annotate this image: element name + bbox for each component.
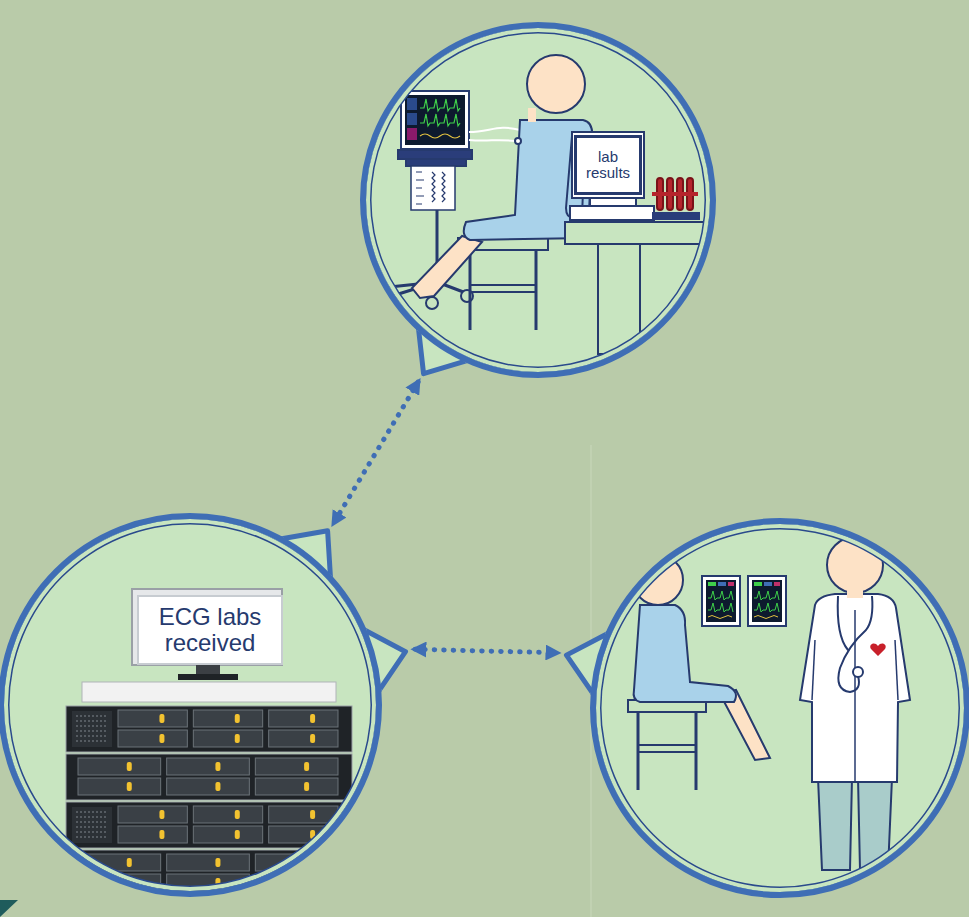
tail-join — [418, 328, 467, 361]
corner-mark — [0, 900, 18, 917]
circle-ground — [593, 521, 967, 895]
computer-screen: lab results — [574, 135, 642, 195]
server-unit — [66, 850, 352, 896]
vent-holes — [76, 715, 108, 717]
drive-bay — [78, 778, 161, 795]
drive-led — [304, 858, 309, 867]
drive-bay — [269, 710, 338, 727]
drive-bay — [255, 758, 338, 775]
monitor-screen: ECG labs received — [137, 595, 283, 665]
scene-circle — [590, 518, 969, 898]
drive-bay — [193, 710, 262, 727]
vent-holes — [76, 831, 108, 833]
drive-bay — [118, 826, 187, 843]
drive-led — [310, 810, 315, 819]
drive-bay — [193, 806, 262, 823]
dotted-connector — [415, 649, 557, 652]
drive-led — [304, 782, 309, 791]
bubble-tail — [280, 531, 330, 579]
tail-join — [280, 539, 330, 579]
vent-holes — [76, 720, 108, 722]
circle-ground — [363, 25, 713, 375]
drive-bay — [255, 854, 338, 871]
vent-holes — [76, 821, 108, 823]
drive-bay — [193, 826, 262, 843]
vent-holes — [76, 811, 108, 813]
ecg-scene — [372, 55, 713, 354]
drive-bay — [167, 778, 250, 795]
drive-led — [310, 830, 315, 839]
vent-holes — [76, 725, 108, 727]
drive-led — [235, 810, 240, 819]
vent-holes — [76, 740, 108, 742]
vent-grille — [72, 711, 112, 747]
server-unit — [66, 706, 352, 752]
drive-bay — [255, 778, 338, 795]
screen-text: ECG labs received — [143, 604, 277, 657]
drive-bay — [167, 758, 250, 775]
drive-bay — [193, 730, 262, 747]
drive-bay — [78, 874, 161, 891]
consult-scene — [628, 537, 910, 870]
vent-holes — [76, 816, 108, 818]
bubble-tail — [418, 328, 467, 374]
bubble-tail — [566, 633, 608, 694]
drive-bay — [118, 730, 187, 747]
vent-holes — [76, 826, 108, 828]
drive-bay — [269, 806, 338, 823]
drive-led — [235, 714, 240, 723]
drive-led — [127, 762, 132, 771]
drive-led — [127, 782, 132, 791]
drive-bay — [78, 758, 161, 775]
drive-led — [159, 734, 164, 743]
server-scene — [66, 589, 352, 896]
vent-holes — [76, 836, 108, 838]
drive-led — [159, 714, 164, 723]
dotted-connector — [334, 382, 418, 523]
vent-holes — [76, 730, 108, 732]
drive-led — [215, 858, 220, 867]
vent-holes — [76, 735, 108, 737]
drive-led — [304, 878, 309, 887]
drive-led — [215, 762, 220, 771]
drive-bay — [255, 874, 338, 891]
server-unit — [66, 754, 352, 800]
drive-led — [235, 830, 240, 839]
drive-led — [310, 734, 315, 743]
drive-bay — [269, 826, 338, 843]
drive-bay — [78, 854, 161, 871]
drive-bay — [118, 806, 187, 823]
screen-text: lab results — [580, 149, 636, 182]
server-unit — [66, 802, 352, 848]
bubble-tail — [363, 629, 405, 691]
drive-led — [215, 878, 220, 887]
drive-bay — [118, 710, 187, 727]
drive-bay — [269, 730, 338, 747]
scene-circle: lab results — [360, 22, 716, 378]
vent-grille — [72, 807, 112, 843]
circle-ground — [1, 516, 379, 894]
drive-led — [159, 810, 164, 819]
drive-bay — [167, 874, 250, 891]
drive-led — [159, 830, 164, 839]
drive-led — [127, 858, 132, 867]
drive-led — [127, 878, 132, 887]
drive-led — [235, 734, 240, 743]
drive-led — [310, 714, 315, 723]
scene-circle: ECG labs received — [0, 513, 382, 897]
drive-led — [215, 782, 220, 791]
drive-led — [304, 762, 309, 771]
drive-bay — [167, 854, 250, 871]
